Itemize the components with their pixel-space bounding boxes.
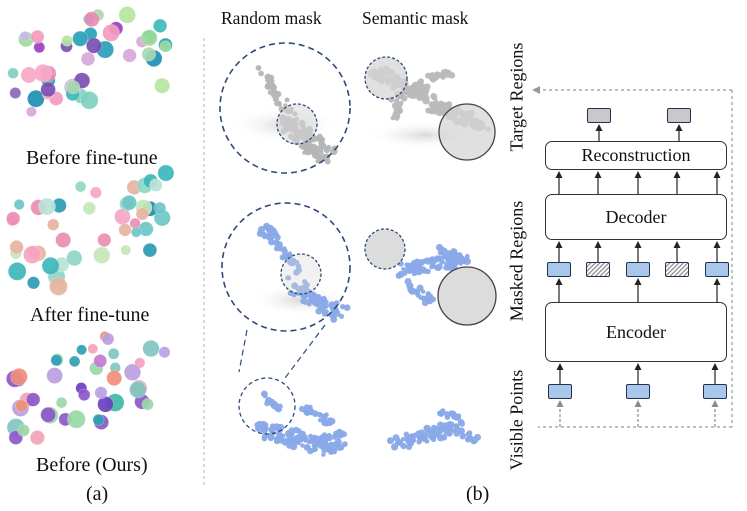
mask-token: [665, 262, 689, 277]
header-semantic-mask: Semantic mask: [362, 8, 469, 28]
visible-token: [626, 262, 650, 277]
zoom-circle-blue: [221, 202, 351, 332]
random-mask-patch-blue: [280, 253, 322, 295]
visible-point-token: [703, 384, 727, 399]
point-cluster: [7, 6, 173, 118]
point-cloud: [387, 408, 481, 451]
point-cluster: [6, 330, 171, 446]
semantic-mask-nose-gray: [364, 56, 408, 100]
target-token: [587, 108, 611, 123]
caption-before-ours: Before (Ours): [36, 454, 148, 476]
reconstruction-block: Reconstruction: [545, 141, 727, 170]
label-target-regions: Target Regions: [506, 42, 527, 152]
header-random-mask: Random mask: [221, 8, 322, 28]
caption-before-finetune: Before fine-tune: [26, 147, 158, 169]
visible-point-token: [548, 384, 572, 399]
panel-a-label: (a): [86, 483, 109, 505]
visible-point-token: [626, 384, 650, 399]
semantic-mask-nose-blue: [364, 228, 406, 270]
zoom-source-circle: [238, 377, 296, 435]
mask-token: [586, 262, 610, 277]
caption-after-finetune: After fine-tune: [30, 304, 150, 326]
semantic-mask-wing-gray: [438, 103, 496, 161]
label-visible-points: Visible Points: [506, 369, 527, 471]
decoder-block: Decoder: [545, 194, 727, 240]
label-masked-regions: Masked Regions: [506, 200, 527, 322]
panel-b-label: (b): [466, 483, 490, 505]
zoom-circle-gray: [219, 42, 351, 174]
point-cluster: [6, 164, 175, 296]
target-token: [667, 108, 691, 123]
point-cloud: [254, 390, 348, 457]
encoder-block: Encoder: [545, 302, 727, 362]
point-cloud: [256, 222, 351, 323]
semantic-mask-wing-blue: [437, 266, 497, 326]
visible-token: [547, 262, 571, 277]
random-mask-patch-gray: [276, 103, 318, 145]
visible-token: [705, 262, 729, 277]
